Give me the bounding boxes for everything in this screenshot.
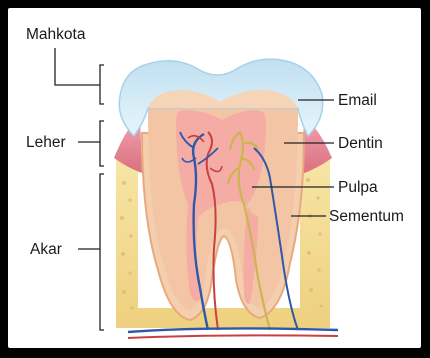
label-sementum: Sementum [329, 208, 404, 225]
label-dentin: Dentin [338, 135, 383, 152]
label-email: Email [338, 92, 377, 109]
tooth-anatomy-diagram: Mahkota Leher Akar Email Dentin Pulpa Se… [8, 8, 421, 348]
bracket-akar [100, 174, 104, 330]
leader-mahkota [55, 48, 100, 85]
label-akar: Akar [30, 241, 62, 258]
diagram-frame: Mahkota Leher Akar Email Dentin Pulpa Se… [8, 8, 421, 348]
label-leher: Leher [26, 134, 66, 151]
bracket-mahkota [100, 65, 104, 104]
label-mahkota: Mahkota [26, 26, 86, 43]
label-pulpa: Pulpa [338, 179, 378, 196]
bracket-leher [100, 121, 104, 166]
